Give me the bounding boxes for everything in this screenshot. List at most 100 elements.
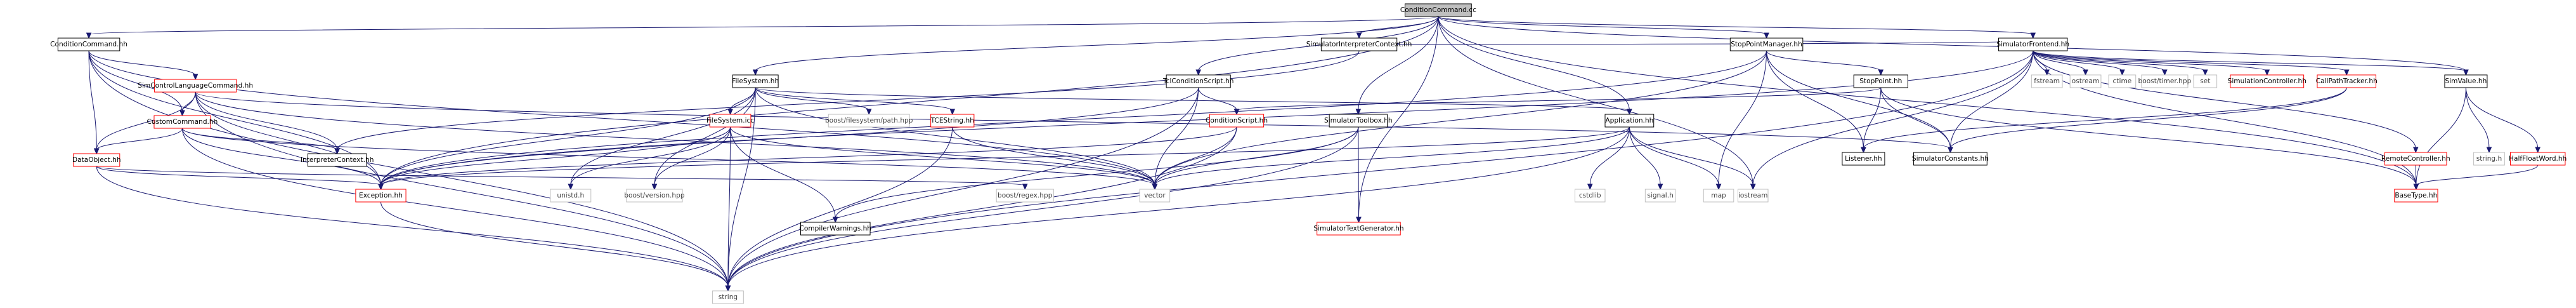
node-box-sig — [1644, 189, 1676, 203]
edge-sfe-to-scon — [1949, 50, 2034, 149]
node-label-str: string — [719, 293, 738, 301]
edge-cust-to-ictx — [181, 128, 338, 151]
node-label-hfw: HalfFloatWord.hh — [2509, 155, 2566, 163]
node-box-vec — [1139, 189, 1171, 203]
edge-cch-to-cust — [88, 50, 183, 112]
edge-csc-to-str — [727, 126, 1237, 288]
edge-sfe-to-sv — [2033, 50, 2466, 72]
node-box-app — [1604, 114, 1655, 128]
node-box-spm — [1729, 37, 1804, 51]
node-label-scl: SimControlLanguageCommand.hh — [138, 82, 253, 90]
arrowhead-fsi-to-unistd — [568, 184, 574, 191]
arrowhead-sv-to-strh — [2486, 147, 2492, 154]
node-cch[interactable]: ConditionCommand.hh — [50, 37, 127, 51]
edge-fs-to-app — [755, 87, 1630, 111]
node-simc[interactable]: SimulationController.hh — [2228, 74, 2306, 88]
node-box-simc — [2230, 74, 2305, 88]
node-tcl[interactable]: TclConditionScript.hh — [1162, 74, 1234, 88]
edge-scl-to-str — [195, 91, 729, 288]
node-stb[interactable]: SimulatorToolbox.hh — [1324, 114, 1393, 128]
edge-sfe-to-ios — [1752, 50, 2034, 186]
node-scl[interactable]: SimControlLanguageCommand.hh — [138, 79, 253, 93]
edge-sfe-to-ctm — [2033, 50, 2123, 72]
node-breg: boost/regex.hpp — [996, 189, 1054, 203]
node-cust[interactable]: CustomCommand.hh — [147, 115, 218, 129]
edge-cc-to-stb — [1358, 16, 1439, 111]
node-box-sic — [1320, 37, 1398, 51]
edge-fsi-to-vec — [730, 126, 1155, 186]
arrowhead-stb-to-cw — [832, 217, 838, 224]
node-label-sig: signal.h — [1647, 192, 1673, 199]
node-box-ictx — [307, 153, 367, 167]
node-lst[interactable]: Listener.hh — [1842, 152, 1885, 166]
edge-sv-to-hfw — [2465, 87, 2539, 149]
node-cc: ConditionCommand.cc — [1400, 3, 1476, 17]
node-cpt[interactable]: CallPathTracker.hh — [2316, 74, 2378, 88]
arrowhead-cc-to-fs — [752, 69, 758, 76]
node-label-exc: Exception.hh — [359, 192, 403, 199]
edge-sv-to-bt — [2416, 87, 2466, 186]
node-box-fs — [732, 74, 779, 88]
edge-cpt-to-lst — [1863, 87, 2347, 149]
node-box-str — [712, 290, 744, 304]
node-ctm: ctime — [2108, 74, 2137, 88]
edge-cust-to-exc — [181, 128, 381, 186]
node-dobj[interactable]: DataObject.hh — [72, 153, 121, 167]
edge-cch-to-dobj — [88, 50, 97, 151]
edge-app-to-ios — [1629, 126, 1753, 186]
edge-cch-to-vec — [88, 50, 1155, 186]
node-bt[interactable]: BaseType.hh — [2394, 189, 2438, 203]
node-hfw[interactable]: HalfFloatWord.hh — [2509, 152, 2566, 166]
node-sv[interactable]: SimValue.hh — [2444, 74, 2488, 88]
node-fsi[interactable]: FileSystem.icc — [706, 114, 754, 128]
node-label-fsi: FileSystem.icc — [706, 117, 754, 124]
edge-hfw-to-bt — [2416, 164, 2539, 186]
node-box-bfsp — [828, 114, 910, 128]
node-box-fst — [2031, 74, 2063, 88]
node-spm[interactable]: StopPointManager.hh — [1729, 37, 1804, 51]
node-sfe[interactable]: SimulatorFrontend.hh — [1996, 37, 2069, 51]
node-str: string — [712, 290, 744, 304]
node-bver: boost/version.hpp — [624, 189, 685, 203]
node-label-ios: iostream — [1738, 192, 1768, 199]
node-box-ost — [2069, 74, 2102, 88]
node-fs[interactable]: FileSystem.hh — [732, 74, 779, 88]
edge-sfe-to-set — [2033, 50, 2206, 72]
node-app[interactable]: Application.hh — [1604, 114, 1655, 128]
arrowhead-sp-to-csc — [1233, 109, 1240, 116]
edge-exc-to-str — [380, 201, 729, 288]
node-label-sp: StopPoint.hh — [1859, 77, 1902, 85]
edge-fs-to-bfsp — [755, 87, 869, 111]
edge-app-to-exc — [380, 126, 1630, 186]
arrowhead-cpt-to-lst — [1861, 147, 1866, 154]
edge-cust-to-dobj — [96, 128, 183, 151]
node-csc[interactable]: ConditionScript.hh — [1206, 114, 1268, 128]
node-box-sv — [2444, 74, 2488, 88]
node-tces[interactable]: TCEString.hh — [930, 114, 975, 128]
node-stg[interactable]: SimulatorTextGenerator.hh — [1313, 222, 1404, 236]
node-box-stg — [1317, 222, 1401, 236]
edge-cc-to-tcl — [1198, 16, 1439, 72]
node-box-cw — [800, 222, 871, 236]
node-label-app: Application.hh — [1605, 117, 1653, 124]
arrowhead-fs-to-fsi — [727, 109, 733, 116]
node-box-cch — [57, 37, 120, 51]
arrowhead-sv-to-hfw — [2535, 147, 2540, 154]
node-label-ictx: InterpreterContext.hh — [301, 156, 374, 164]
node-cw[interactable]: CompilerWarnings.hh — [799, 222, 871, 236]
node-label-set: set — [2200, 77, 2210, 85]
node-scon[interactable]: SimulatorConstants.hh — [1912, 152, 1989, 166]
node-set: set — [2193, 74, 2218, 88]
node-box-scon — [1913, 152, 1987, 166]
node-exc[interactable]: Exception.hh — [355, 189, 407, 203]
node-ost: ostream — [2069, 74, 2102, 88]
node-sic[interactable]: SimulatorInterpreterContext.hh — [1306, 37, 1412, 51]
node-rc[interactable]: RemoteController.hh — [2381, 152, 2450, 166]
node-ictx[interactable]: InterpreterContext.hh — [301, 153, 374, 167]
node-box-ios — [1737, 189, 1769, 203]
node-sp[interactable]: StopPoint.hh — [1853, 74, 1908, 88]
edge-scl-to-exc — [195, 91, 381, 186]
edge-spm-to-vec — [1154, 50, 1767, 186]
arrowhead-spm-to-map — [1715, 184, 1722, 191]
